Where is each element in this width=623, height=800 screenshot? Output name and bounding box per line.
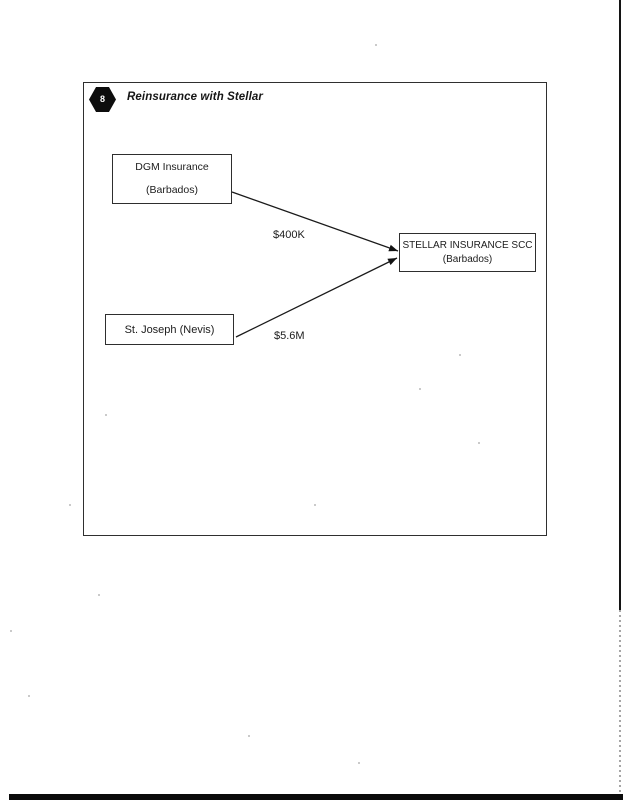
scan-bottom-bar: [9, 794, 623, 800]
scan-speck: [98, 594, 100, 596]
arrow-dgm-to-stellar: [231, 191, 399, 252]
arrows-layer: [231, 191, 399, 338]
scan-speck: [28, 695, 30, 697]
scan-speck: [69, 504, 71, 506]
node-dgm-insurance: DGM Insurance (Barbados): [112, 154, 232, 204]
scan-speck: [375, 44, 377, 46]
node-dgm-location: (Barbados): [146, 184, 198, 196]
diagram-title: Reinsurance with Stellar: [127, 91, 263, 103]
scan-speck: [478, 442, 480, 444]
edge-label-stjoseph-amount: $5.6M: [274, 330, 305, 342]
node-dgm-name: DGM Insurance: [135, 161, 209, 173]
scan-speck: [248, 735, 250, 737]
node-st-joseph: St. Joseph (Nevis): [105, 314, 234, 345]
scan-speck: [358, 762, 360, 764]
node-st-joseph-name: St. Joseph (Nevis): [124, 323, 215, 336]
arrow-stjoseph-to-stellar: [235, 257, 398, 338]
node-stellar-name: STELLAR INSURANCE SCC: [402, 240, 533, 251]
scan-right-edge-fade: [619, 610, 621, 794]
node-stellar-insurance: STELLAR INSURANCE SCC (Barbados): [399, 233, 536, 272]
slide-number-text: 8: [99, 94, 105, 104]
scan-right-edge-line: [619, 0, 621, 610]
scan-speck: [10, 630, 12, 632]
scan-speck: [459, 354, 461, 356]
node-stellar-location: (Barbados): [442, 253, 493, 265]
scan-speck: [419, 388, 421, 390]
scan-speck: [105, 414, 107, 416]
diagram-frame: 8 Reinsurance with Stellar DGM Insurance…: [83, 82, 547, 536]
scan-speck: [314, 504, 316, 506]
edge-label-dgm-amount: $400K: [273, 229, 305, 241]
